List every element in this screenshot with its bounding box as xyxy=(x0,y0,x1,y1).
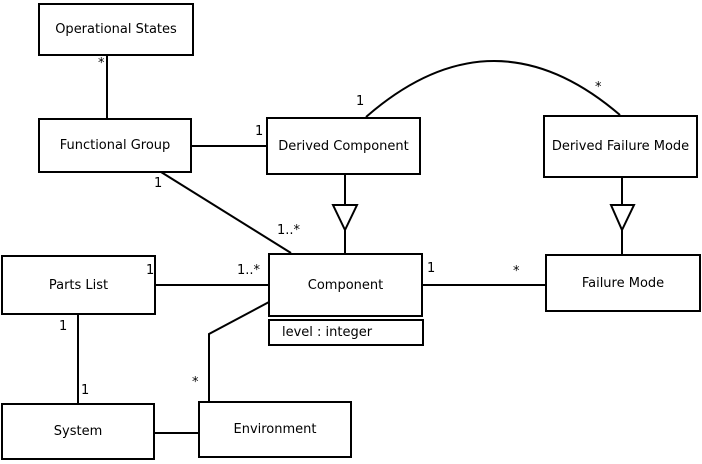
class-box-failure-mode[interactable]: Failure Mode xyxy=(545,254,701,312)
class-box-derived-component[interactable]: Derived Component xyxy=(266,117,421,175)
class-name-label: System xyxy=(53,424,103,439)
class-box-functional-group[interactable]: Functional Group xyxy=(38,118,192,173)
class-box-component-attributes[interactable]: level : integer xyxy=(268,319,424,346)
multiplicity-label-pl-comp-target: 1..* xyxy=(237,263,261,278)
multiplicity-label-fg-dc: 1 xyxy=(255,124,264,139)
multiplicity-label-fg-comp-source: 1 xyxy=(154,176,163,191)
class-name-label: Operational States xyxy=(55,22,177,37)
attribute-label: level : integer xyxy=(282,325,373,340)
class-name-label: Environment xyxy=(233,422,317,437)
class-box-derived-failure-mode[interactable]: Derived Failure Mode xyxy=(543,115,698,178)
class-name-label: Parts List xyxy=(48,277,109,293)
association-arc-derived-component-derived-failure-mode xyxy=(365,60,621,118)
inheritance-triangle-icon xyxy=(609,204,636,233)
class-name-label: Functional Group xyxy=(59,138,171,153)
multiplicity-label-dc-arc: 1 xyxy=(356,94,365,109)
class-name-label: Derived Component xyxy=(278,138,409,154)
class-name-label: Component xyxy=(307,277,384,293)
multiplicity-label-comp-fm-source: 1 xyxy=(427,261,436,276)
association-functional-group-component xyxy=(160,171,292,254)
class-box-component[interactable]: Component xyxy=(268,253,423,317)
class-box-environment[interactable]: Environment xyxy=(198,401,352,458)
multiplicity-label-env-comp: * xyxy=(192,375,199,390)
multiplicity-label-fg-comp-target: 1..* xyxy=(277,223,301,238)
multiplicity-label-os-fg: * xyxy=(98,56,105,71)
class-box-parts-list[interactable]: Parts List xyxy=(1,255,156,315)
association-environment-component xyxy=(208,301,270,401)
multiplicity-label-dfm-arc: * xyxy=(595,80,602,95)
multiplicity-label-pl-sys-source: 1 xyxy=(59,319,68,334)
multiplicity-label-pl-comp-source: 1 xyxy=(146,263,155,278)
class-box-operational-states[interactable]: Operational States xyxy=(38,3,194,56)
multiplicity-label-pl-sys-target: 1 xyxy=(81,383,90,398)
class-name-label: Failure Mode xyxy=(581,275,665,291)
multiplicity-label-comp-fm-target: * xyxy=(513,264,520,279)
class-name-label: Derived Failure Mode xyxy=(551,139,690,154)
inheritance-triangle-icon xyxy=(331,204,359,233)
class-box-system[interactable]: System xyxy=(1,403,155,460)
